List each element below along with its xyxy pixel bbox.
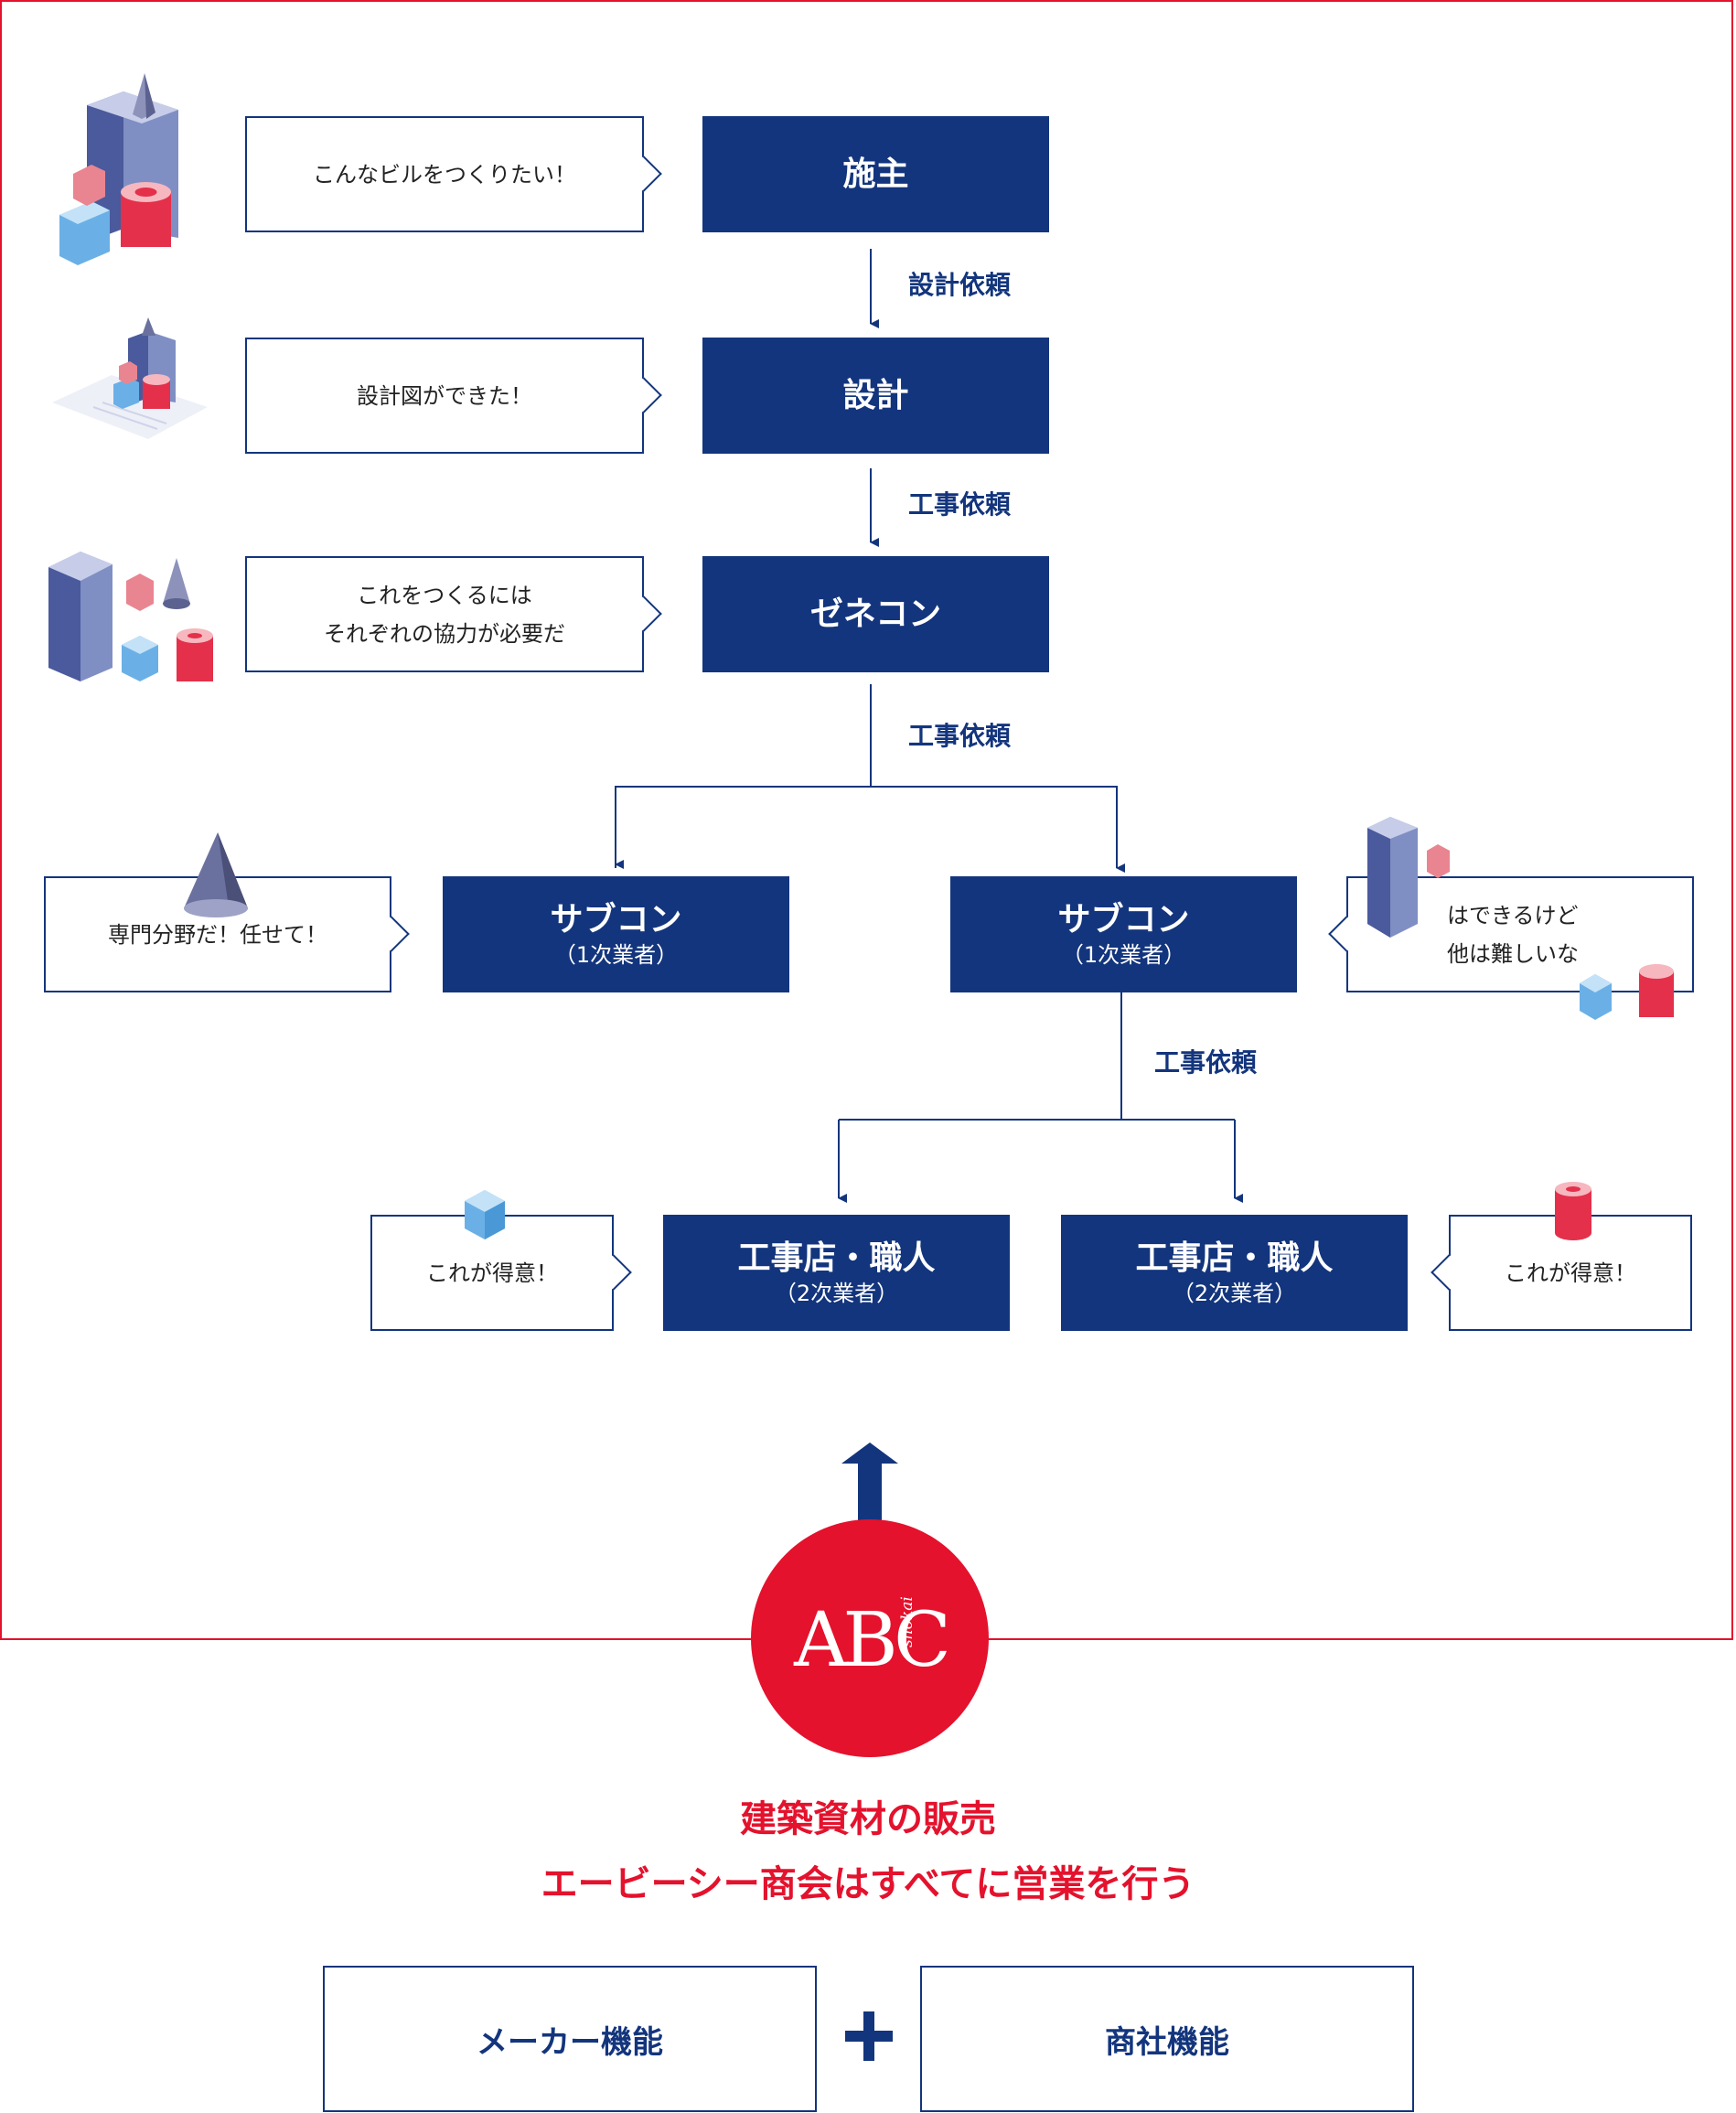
bubble-subcon-right-line2: 他は難しいな [1447,940,1579,967]
bubble-shop-right-text: これが得意！ [1505,1260,1636,1286]
node-subcon-right: サブコン （1次業者） [950,876,1297,992]
node-shop-right: 工事店・職人 （2次業者） [1061,1215,1408,1331]
subcon-left-title: サブコン [550,900,682,939]
line-gc-branch [615,786,1125,873]
maker-function-box: メーカー機能 [323,1966,817,2112]
node-owner: 施主 [702,116,1049,232]
bubble-design-text: 設計図ができた！ [357,382,532,409]
bubble-design: 設計図ができた！ [245,338,644,454]
shop-right-sub: （2次業者） [1172,1280,1297,1306]
bubble-gc-line1: これをつくるには [357,582,532,608]
node-owner-label: 施主 [842,155,909,193]
trading-function-box: 商社機能 [920,1966,1414,2112]
shop-left-sub: （2次業者） [774,1280,899,1306]
node-general-contractor: ゼネコン [702,556,1049,672]
arrow-up-icon [841,1443,898,1522]
logo-sub: shokai [898,1596,916,1647]
edge-label-design-request: 設計依頼 [908,270,1012,300]
node-gc-label: ゼネコン [809,595,942,633]
bubble-subcon-right-line1: はできるけど [1447,902,1579,928]
edge-label-construction-request-2: 工事依頼 [908,721,1012,751]
bubble-owner: こんなビルをつくりたい！ [245,116,644,232]
bubble-shop-left-text: これが得意！ [426,1260,558,1286]
logo-text: ABC [794,1597,951,1684]
node-subcon-left: サブコン （1次業者） [443,876,789,992]
edge-label-construction-request-1: 工事依頼 [908,489,1012,520]
bubble-gc: これをつくるには それぞれの協力が必要だ [245,556,644,672]
subcon-left-sub: （1次業者） [553,941,679,968]
cone-icon [184,832,248,917]
bubble-subcon-left-text: 専門分野だ！任せて！ [108,921,327,948]
cube-icon [1580,964,1674,1020]
edge-label-construction-request-3: 工事依頼 [1154,1047,1258,1078]
building-icon [1367,817,1450,938]
message-line-1: 建築資材の販売 [740,1798,996,1840]
blocks-icon [48,552,213,681]
cylinder-icon [1555,1182,1591,1240]
shop-left-title: 工事店・職人 [737,1239,936,1277]
abc-shokai-logo: ABC shokai [751,1519,989,1757]
cube-icon [465,1190,505,1239]
node-design: 設計 [702,338,1049,454]
node-design-label: 設計 [842,376,909,414]
node-shop-left: 工事店・職人 （2次業者） [663,1215,1010,1331]
bubble-shop-right: これが得意！ [1449,1215,1692,1331]
plus-icon [845,2011,893,2061]
building-icon [59,73,178,265]
blueprint-icon [52,317,208,439]
maker-function-label: メーカー機能 [477,2023,663,2061]
bubble-owner-text: こんなビルをつくりたい！ [313,161,576,188]
subcon-right-sub: （1次業者） [1061,941,1186,968]
shop-right-title: 工事店・職人 [1135,1239,1334,1277]
trading-function-label: 商社機能 [1105,2023,1229,2061]
subcon-right-title: サブコン [1057,900,1190,939]
bubble-gc-line2: それぞれの協力が必要だ [324,620,565,647]
message-line-2: エービーシー商会はすべてに営業を行う [541,1863,1195,1905]
